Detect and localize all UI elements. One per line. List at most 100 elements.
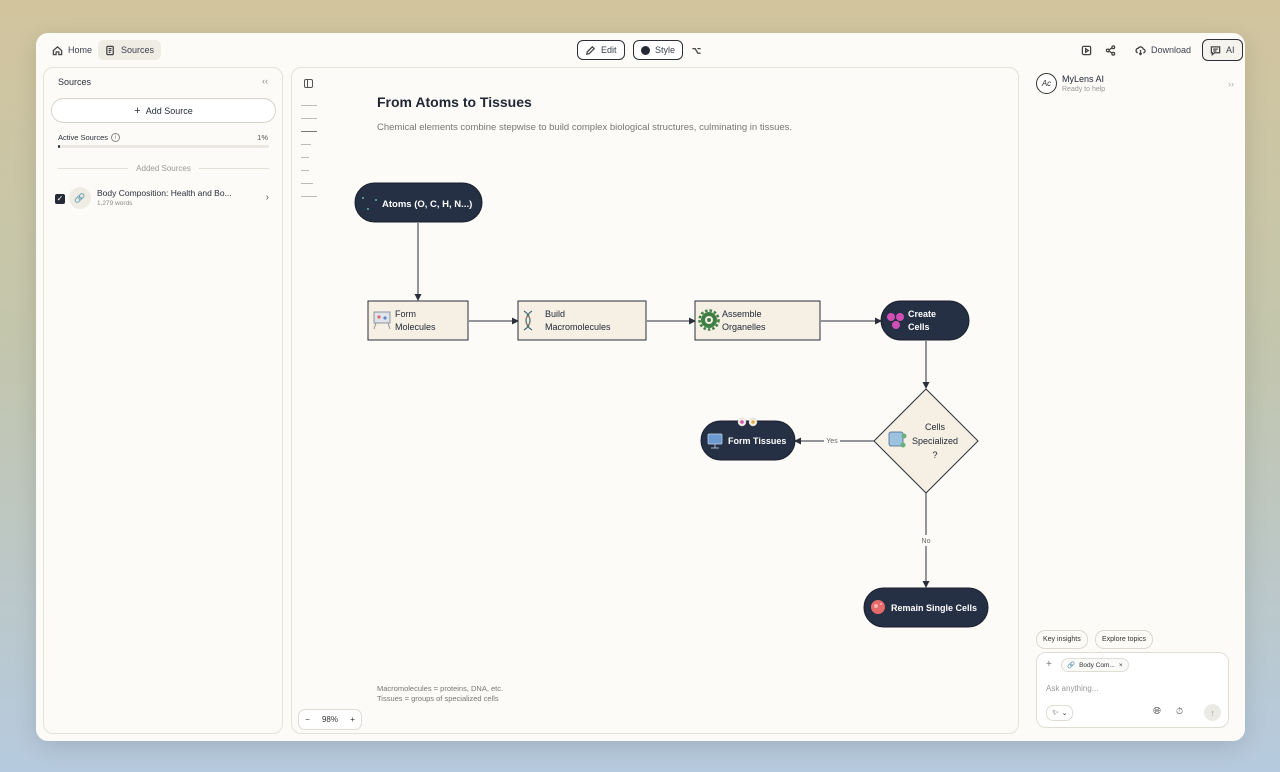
link-icon: 🔗 bbox=[69, 187, 91, 209]
ai-button[interactable]: AI bbox=[1202, 39, 1243, 61]
toc-marker[interactable] bbox=[301, 105, 317, 106]
collapse-left-icon[interactable]: ‹‹ bbox=[262, 76, 268, 86]
toc-marker[interactable] bbox=[301, 157, 309, 158]
sidebar-toggle-icon[interactable] bbox=[304, 79, 313, 88]
edges bbox=[414, 223, 930, 588]
toc-marker[interactable] bbox=[301, 118, 317, 119]
edge-label-no: No bbox=[922, 538, 931, 545]
home-label: Home bbox=[68, 45, 93, 55]
expand-right-icon[interactable]: ›› bbox=[1228, 79, 1234, 89]
node-atoms-label: Atoms (O, C, H, N...) bbox=[382, 199, 472, 210]
source-name: Body Composition: Health and Bo... bbox=[97, 188, 232, 198]
remove-tag-icon[interactable]: × bbox=[1118, 661, 1123, 669]
molecule-board-icon bbox=[373, 311, 391, 330]
node-create-cells[interactable]: Create Cells bbox=[880, 300, 970, 341]
ai-name: MyLens AI bbox=[1062, 74, 1105, 84]
gear-icon bbox=[698, 309, 720, 331]
add-source-button[interactable]: + Add Source bbox=[51, 98, 276, 123]
chevron-down-icon: ⌄ bbox=[1061, 710, 1068, 717]
sources-icon bbox=[106, 45, 114, 55]
progress-fill bbox=[58, 145, 61, 148]
node-create-line1: Create bbox=[908, 309, 936, 319]
info-icon[interactable]: i bbox=[111, 133, 121, 142]
node-remain-single-cells[interactable]: Remain Single Cells bbox=[863, 587, 989, 628]
node-create-line2: Cells bbox=[908, 322, 930, 332]
tissue-badges-icon bbox=[737, 417, 758, 427]
source-word-count: 1,279 words bbox=[97, 200, 133, 207]
add-source-label: Add Source bbox=[145, 105, 193, 116]
node-assemble-line1: Assemble bbox=[722, 309, 762, 319]
chat-input[interactable] bbox=[1046, 684, 1221, 693]
globe-icon[interactable]: 🌐︎ bbox=[1153, 706, 1161, 717]
note-line: Tissues = groups of specialized cells bbox=[377, 694, 499, 703]
present-button[interactable] bbox=[1076, 40, 1097, 60]
attached-source-tag[interactable]: 🔗 Body Com... × bbox=[1061, 658, 1129, 672]
mode-selector[interactable]: ✨︎ ⌄ bbox=[1046, 705, 1074, 721]
zoom-out-button[interactable]: − bbox=[305, 715, 310, 724]
layout-toggle-button[interactable] bbox=[684, 40, 709, 60]
document-notes: Macromolecules = proteins, DNA, etc. Tis… bbox=[377, 684, 503, 704]
added-sources-divider: Added Sources bbox=[58, 164, 270, 173]
flowchart: Yes No Atoms (O, C, H, N...) bbox=[354, 182, 989, 628]
node-build-macromolecules[interactable]: Build Macromolecules bbox=[517, 300, 647, 341]
decision-line1: Cells bbox=[925, 422, 946, 432]
branch-icon bbox=[692, 47, 701, 54]
attach-plus-icon[interactable]: + bbox=[1046, 659, 1052, 670]
chat-icon bbox=[1210, 45, 1221, 56]
decision-line2: Specialized bbox=[912, 436, 958, 446]
edit-button[interactable]: Edit bbox=[577, 40, 625, 60]
node-remain-single-label: Remain Single Cells bbox=[891, 603, 977, 613]
active-sources-label: Active Sources bbox=[58, 133, 109, 142]
active-sources: Active Sources i bbox=[58, 133, 121, 142]
active-sources-progress bbox=[58, 145, 269, 148]
active-sources-percent: 1% bbox=[257, 133, 268, 142]
document-subtitle: Chemical elements combine stepwise to bu… bbox=[377, 122, 793, 133]
style-color-swatch bbox=[641, 45, 650, 55]
chevron-right-icon[interactable]: › bbox=[265, 192, 269, 203]
node-atoms[interactable]: Atoms (O, C, H, N...) bbox=[354, 182, 483, 223]
app-window: Home Sources Edit Style Download A bbox=[36, 33, 1245, 741]
share-button[interactable] bbox=[1100, 40, 1121, 60]
top-bar: Home Sources Edit Style Download A bbox=[36, 33, 1245, 67]
chat-composer: + 🔗 Body Com... × ✨︎ ⌄ 🌐︎ ⏱︎ ↑ bbox=[1036, 652, 1229, 728]
node-form-molecules-line1: Form bbox=[395, 309, 416, 319]
toc-marker[interactable] bbox=[301, 144, 311, 145]
chip-key-insights[interactable]: Key insights bbox=[1036, 630, 1088, 649]
link-icon: 🔗 bbox=[1067, 662, 1076, 669]
ai-status: Ready to help bbox=[1062, 86, 1106, 93]
zoom-in-button[interactable]: + bbox=[350, 715, 355, 724]
home-icon bbox=[52, 45, 63, 55]
cloud-download-icon bbox=[1135, 45, 1146, 56]
timer-icon[interactable]: ⏱︎ bbox=[1176, 706, 1184, 716]
node-assemble-line2: Organelles bbox=[722, 322, 766, 332]
node-cells-specialized-decision[interactable]: Cells Specialized ? bbox=[873, 388, 979, 494]
send-button[interactable]: ↑ bbox=[1204, 704, 1221, 721]
play-icon bbox=[1081, 45, 1092, 55]
node-form-molecules[interactable]: Form Molecules bbox=[367, 300, 469, 341]
download-button[interactable]: Download bbox=[1128, 40, 1198, 60]
sources-tab[interactable]: Sources bbox=[98, 40, 162, 60]
cells-icon bbox=[887, 313, 904, 329]
node-form-molecules-line2: Molecules bbox=[395, 322, 436, 332]
sources-panel: Sources ‹‹ + Add Source Active Sources i… bbox=[43, 67, 283, 734]
node-assemble-organelles[interactable]: Assemble Organelles bbox=[694, 300, 821, 341]
sparkle-icon: ✨︎ bbox=[1052, 708, 1059, 717]
style-button[interactable]: Style bbox=[633, 40, 684, 60]
zoom-level: 98% bbox=[321, 715, 338, 724]
share-icon bbox=[1105, 44, 1116, 56]
toc-marker[interactable] bbox=[301, 131, 317, 132]
dna-icon bbox=[523, 310, 533, 331]
toc-marker[interactable] bbox=[301, 183, 313, 184]
node-form-tissues[interactable]: Form Tissues bbox=[700, 417, 796, 461]
source-item[interactable]: ✓ 🔗 Body Composition: Health and Bo... 1… bbox=[55, 185, 275, 213]
ai-label: AI bbox=[1226, 45, 1235, 55]
home-button[interactable]: Home bbox=[45, 40, 99, 60]
sources-panel-title: Sources bbox=[58, 77, 92, 87]
note-line: Macromolecules = proteins, DNA, etc. bbox=[377, 684, 504, 693]
decision-line3: ? bbox=[932, 450, 937, 460]
microscope-screen-icon bbox=[888, 431, 907, 448]
toc-marker[interactable] bbox=[301, 170, 309, 171]
chip-explore-topics[interactable]: Explore topics bbox=[1095, 630, 1153, 649]
toc-marker[interactable] bbox=[301, 196, 317, 197]
source-checkbox[interactable]: ✓ bbox=[55, 194, 65, 204]
